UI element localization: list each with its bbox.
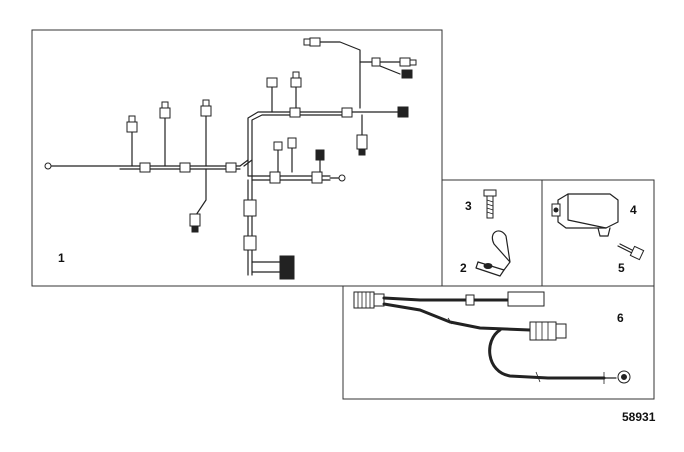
cable-panel: 6 (342, 285, 655, 400)
callout-2: 2 (460, 261, 467, 275)
clamp-panel: 3 2 (441, 179, 543, 287)
main-harness-drawing (44, 37, 417, 280)
module-panel-border (541, 179, 655, 287)
screw-drawing (483, 189, 497, 219)
callout-4: 4 (630, 203, 637, 217)
screw-module-drawing (617, 243, 645, 261)
module-drawing (551, 193, 619, 237)
module-panel: 4 5 (541, 179, 655, 287)
figure-number: 58931 (622, 410, 656, 424)
callout-3: 3 (465, 199, 472, 213)
callout-5: 5 (618, 261, 625, 275)
cable-panel-border (342, 285, 655, 400)
cable-drawing (353, 291, 631, 384)
harness-panel-border (31, 29, 443, 287)
clamp-drawing (475, 230, 511, 277)
harness-panel: 1 (31, 29, 443, 287)
callout-6: 6 (617, 311, 624, 325)
callout-1: 1 (58, 251, 65, 265)
